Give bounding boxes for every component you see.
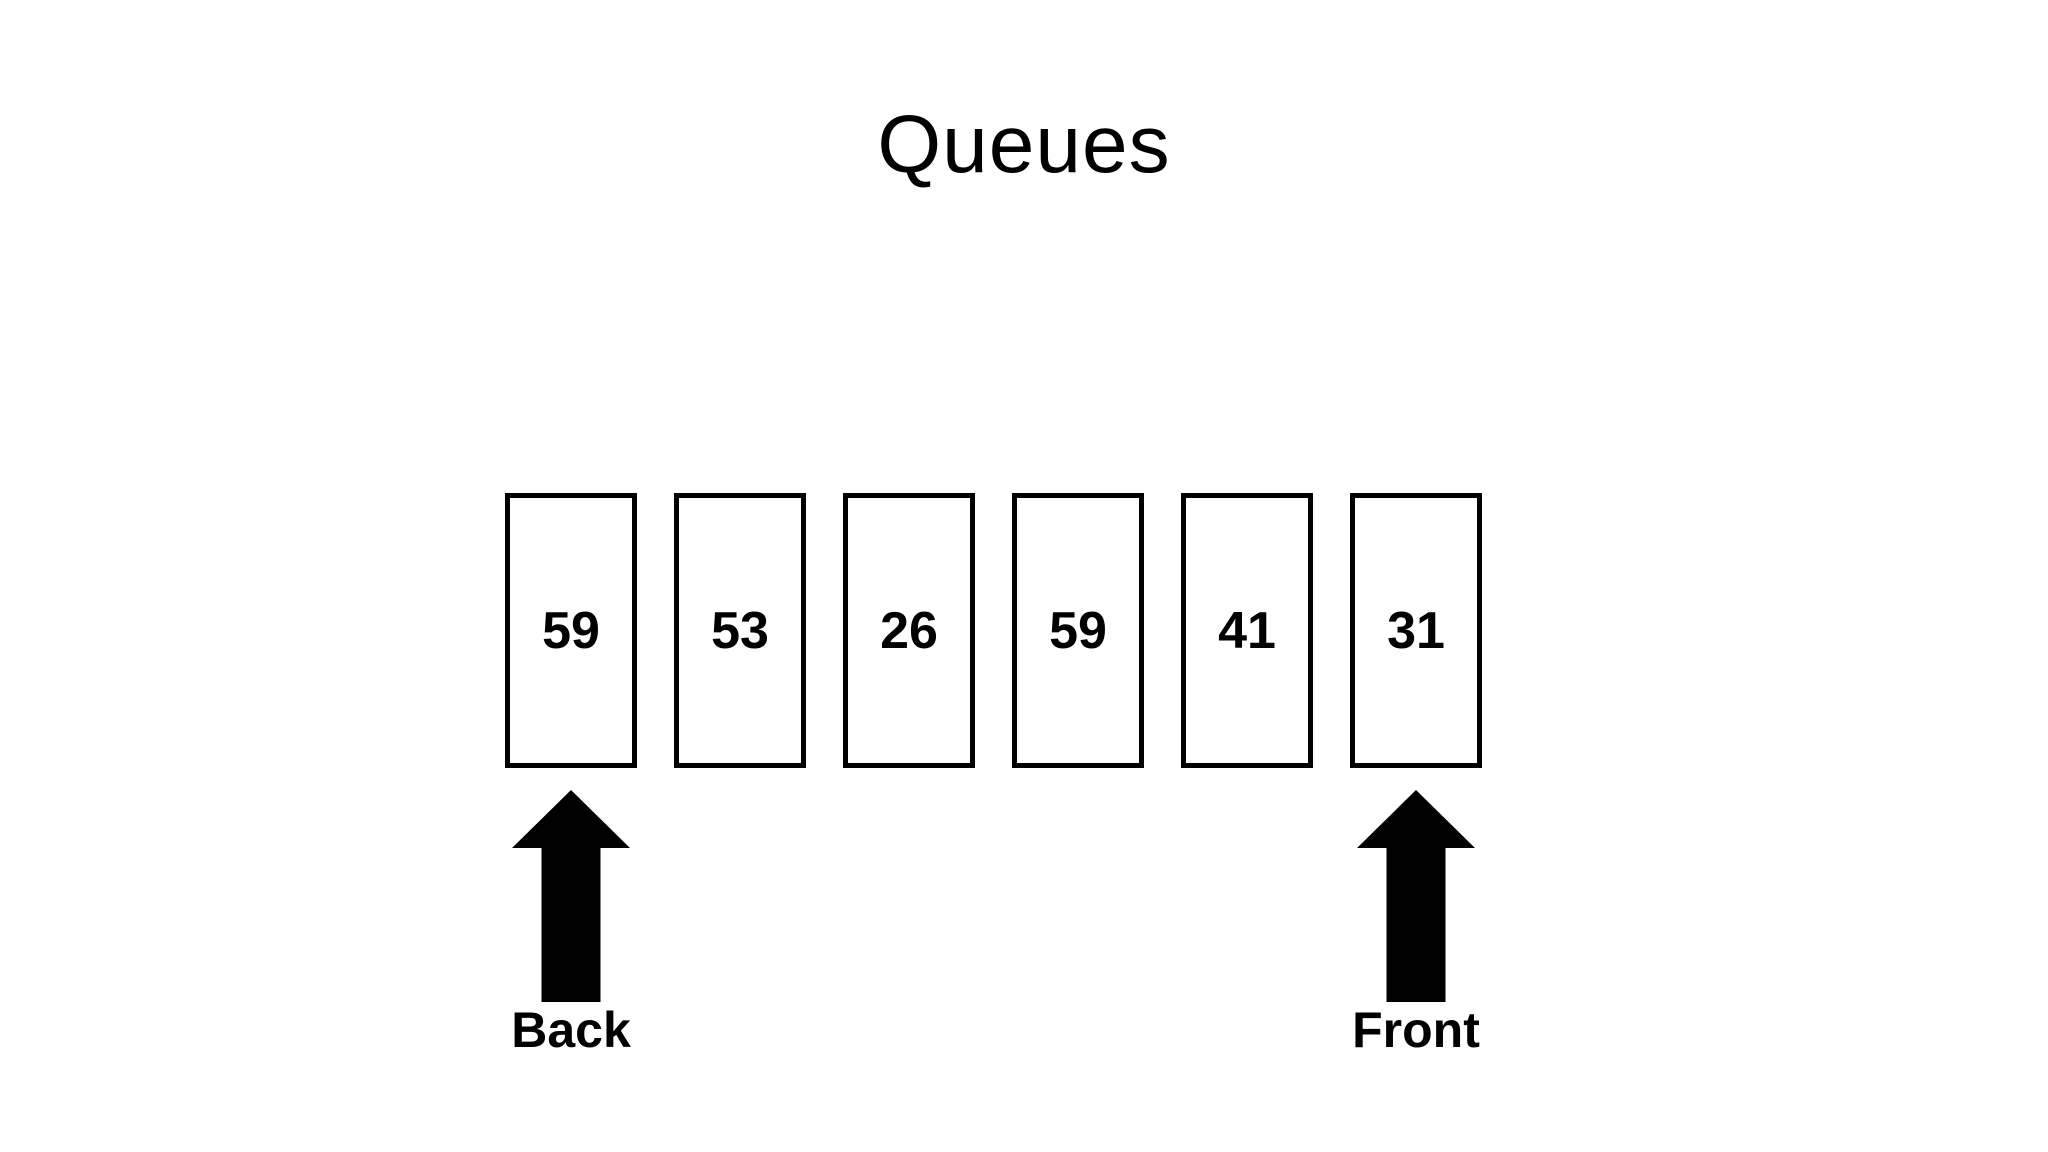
queue-cell-value: 41 [1218, 601, 1276, 660]
queue-cell: 59 [505, 493, 637, 768]
queue-cell: 53 [674, 493, 806, 768]
up-arrow-icon [512, 790, 630, 1002]
queue-cell-value: 31 [1387, 601, 1445, 660]
queue-cell: 59 [1012, 493, 1144, 768]
queue-row: 59 53 26 59 41 31 [505, 493, 1482, 768]
queue-cell-value: 59 [542, 601, 600, 660]
up-arrow-icon [1357, 790, 1475, 1002]
queue-cell-value: 26 [880, 601, 938, 660]
queue-cell-value: 59 [1049, 601, 1107, 660]
queue-cell: 41 [1181, 493, 1313, 768]
back-pointer: Back [421, 790, 721, 1060]
queue-cell: 31 [1350, 493, 1482, 768]
queue-cell-value: 53 [711, 601, 769, 660]
front-pointer: Front [1266, 790, 1566, 1060]
queue-cell: 26 [843, 493, 975, 768]
back-pointer-label: Back [511, 1002, 631, 1058]
front-pointer-label: Front [1352, 1002, 1480, 1058]
page-title: Queues [877, 99, 1171, 190]
